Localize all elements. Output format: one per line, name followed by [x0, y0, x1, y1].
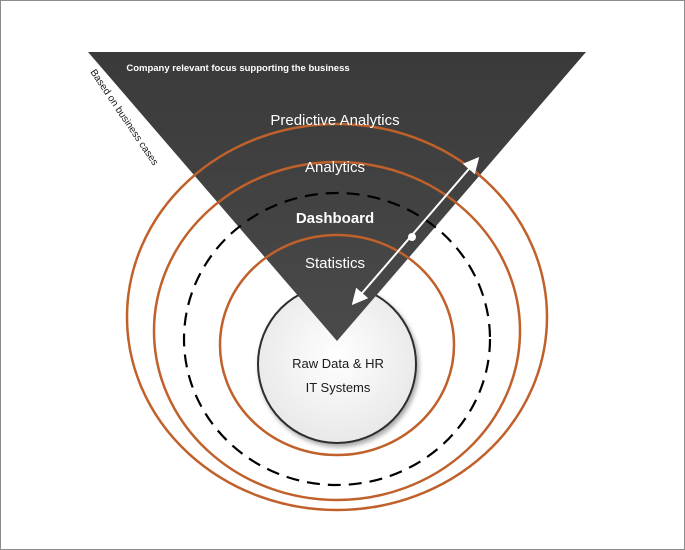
arrow-midpoint-dot — [408, 233, 416, 241]
core-label-line1: Raw Data & HR — [292, 356, 384, 371]
focus-funnel — [88, 52, 586, 341]
ring-predictive-analytics — [125, 122, 549, 512]
top-caption: Company relevant focus supporting the bu… — [126, 63, 349, 74]
label-predictive-analytics: Predictive Analytics — [270, 112, 399, 129]
label-dashboard: Dashboard — [296, 210, 374, 227]
double-arrow-icon — [351, 156, 480, 306]
ring-statistics — [218, 233, 456, 457]
ring-dashboard — [182, 191, 492, 487]
ring-analytics — [152, 160, 522, 502]
label-statistics: Statistics — [305, 255, 365, 272]
label-analytics: Analytics — [305, 159, 365, 176]
core-label-line2: IT Systems — [306, 380, 371, 395]
